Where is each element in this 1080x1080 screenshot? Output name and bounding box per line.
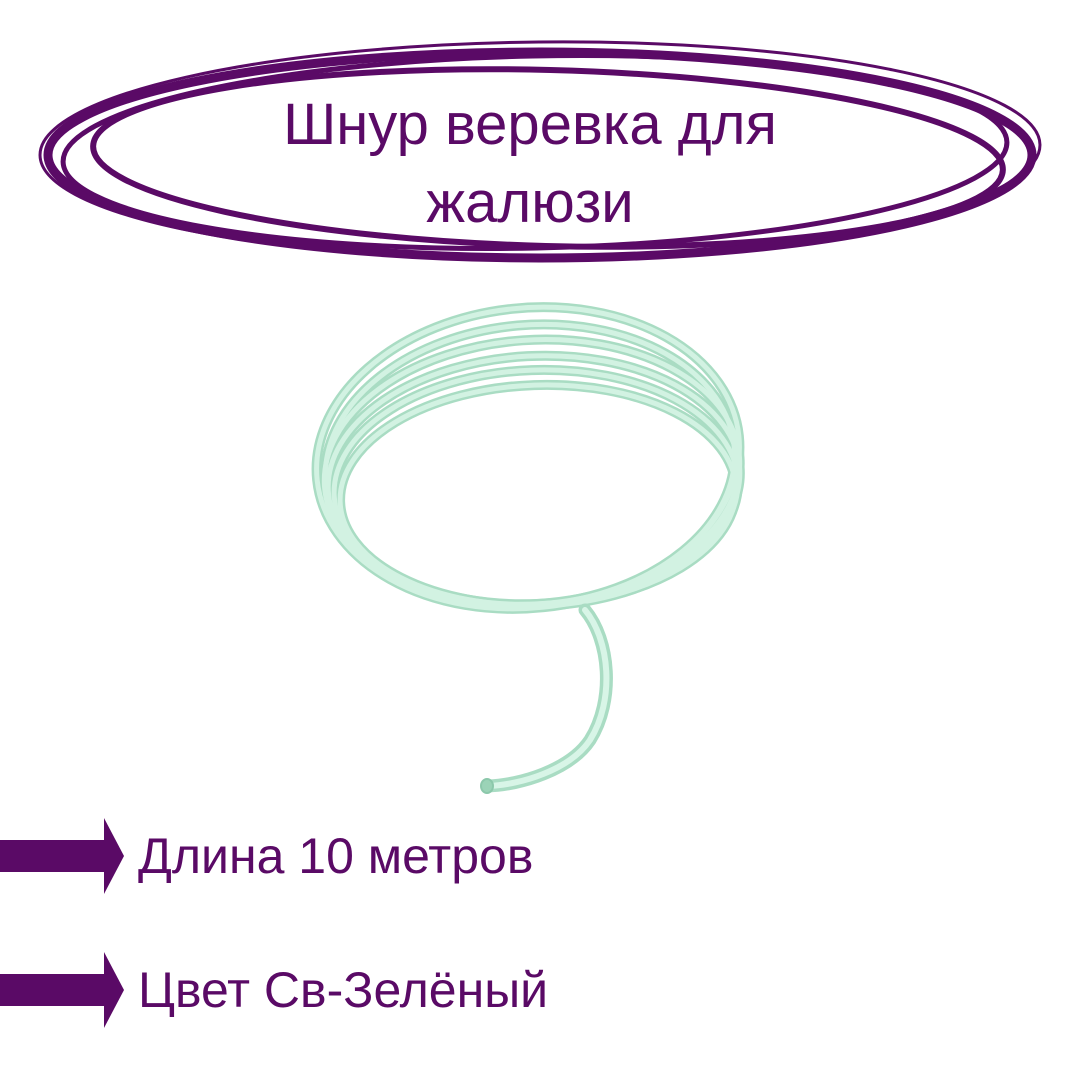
feature-color: Цвет Св-Зелёный xyxy=(0,950,700,1030)
title-line-1: Шнур веревка для xyxy=(283,92,777,157)
title-line-2: жалюзи xyxy=(426,170,634,235)
page-title: Шнур веревка для жалюзи xyxy=(200,86,860,242)
feature-length: Длина 10 метров xyxy=(0,816,700,896)
feature-color-label: Цвет Св-Зелёный xyxy=(138,962,549,1018)
cord-coil-image xyxy=(311,302,745,794)
arrow-right-icon xyxy=(0,818,124,894)
title-ellipse-frame xyxy=(38,40,1042,263)
feature-length-label: Длина 10 метров xyxy=(138,828,534,884)
arrow-right-icon xyxy=(0,952,124,1028)
